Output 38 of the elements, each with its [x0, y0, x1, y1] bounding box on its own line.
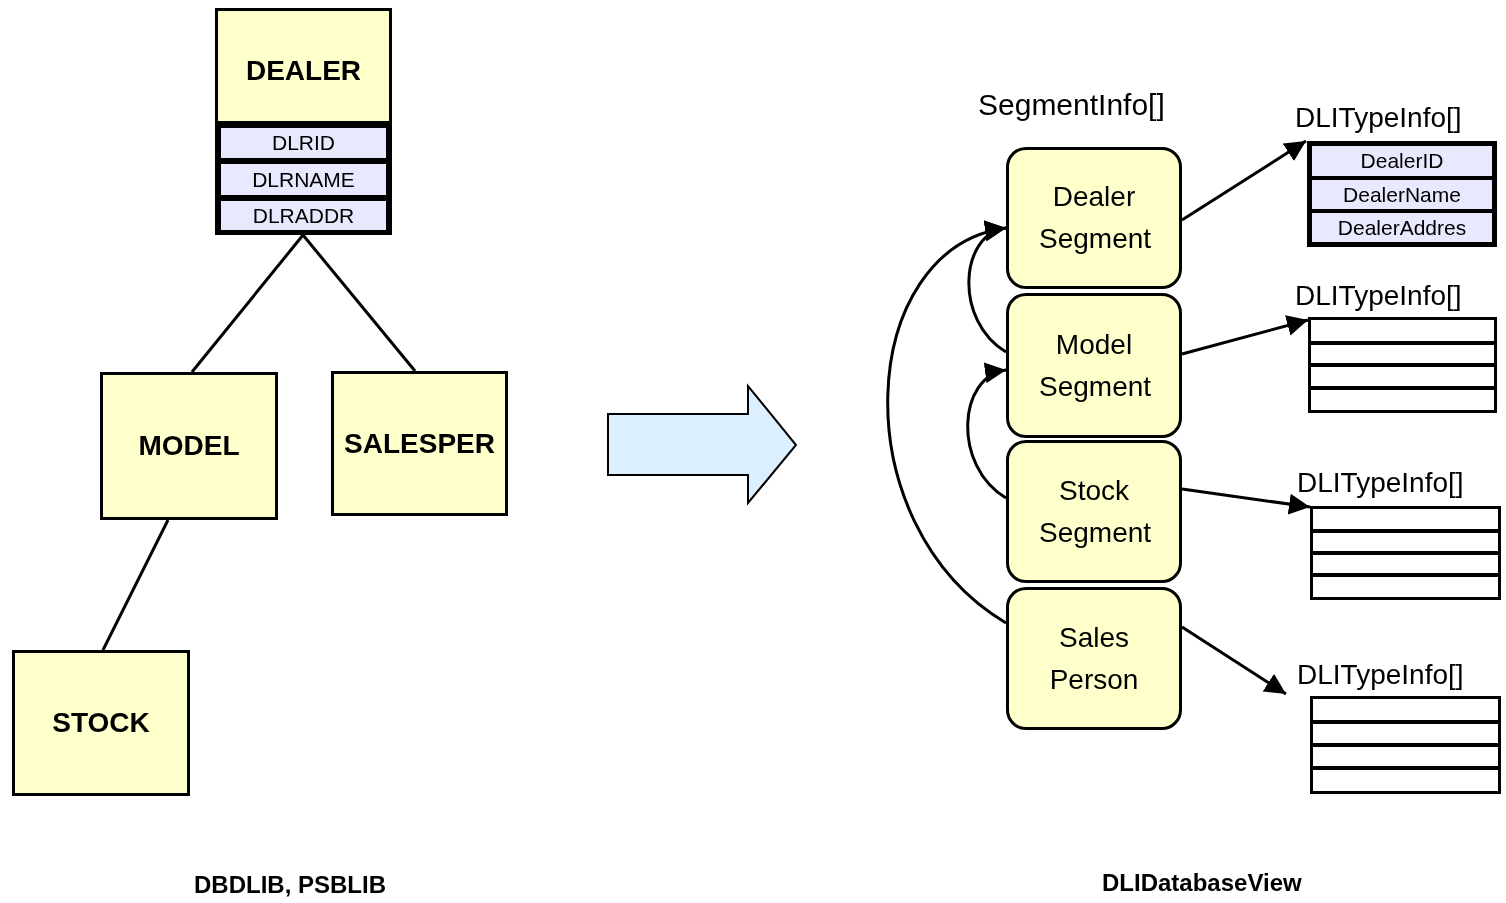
table-title: DLITypeInfo[]: [1297, 658, 1464, 692]
field-row: DealerAddres: [1310, 211, 1494, 244]
arrow: [1181, 315, 1309, 356]
caption: DBDLIB, PSBLIB: [194, 871, 386, 899]
arrow: [886, 223, 1007, 625]
segment-name: Dealer Segment: [1039, 180, 1149, 256]
segment-box: [1006, 587, 1182, 730]
segment-name: Stock Segment: [1039, 473, 1149, 550]
connector-line: [190, 234, 305, 373]
connector-line: [101, 519, 170, 651]
arrow: [1181, 487, 1311, 515]
field-row: DLRNAME: [219, 162, 388, 197]
entity-name: MODEL: [138, 430, 240, 462]
segment-box: [1006, 440, 1182, 583]
column-heading: SegmentInfo[]: [978, 88, 1165, 122]
connector-line: [301, 234, 417, 372]
entity-name: SALESPER: [344, 427, 495, 460]
caption: DLIDatabaseView: [1102, 869, 1302, 897]
arrow: [1181, 139, 1307, 222]
segment-name: Sales Person: [1048, 620, 1140, 697]
arrow: [1181, 625, 1287, 696]
entity-name: DEALER: [245, 55, 362, 87]
field-row: DLRID: [219, 126, 388, 160]
field-row: DLRADDR: [219, 199, 388, 232]
entity-name: STOCK: [52, 707, 150, 739]
entity-box: [331, 371, 508, 516]
entity-box: [12, 650, 190, 796]
table-title: DLITypeInfo[]: [1297, 466, 1464, 500]
field-row: DealerID: [1310, 144, 1494, 178]
entity-box: [100, 372, 278, 520]
segment-box: [1006, 293, 1182, 438]
arrow: [966, 365, 1007, 500]
table-title: DLITypeInfo[]: [1295, 279, 1462, 313]
field-row: DealerName: [1310, 178, 1494, 211]
table-title: DLITypeInfo[]: [1295, 101, 1462, 135]
segment-name: Model Segment: [1039, 327, 1149, 404]
segment-box: [1006, 147, 1182, 289]
entity-box: [215, 8, 392, 235]
